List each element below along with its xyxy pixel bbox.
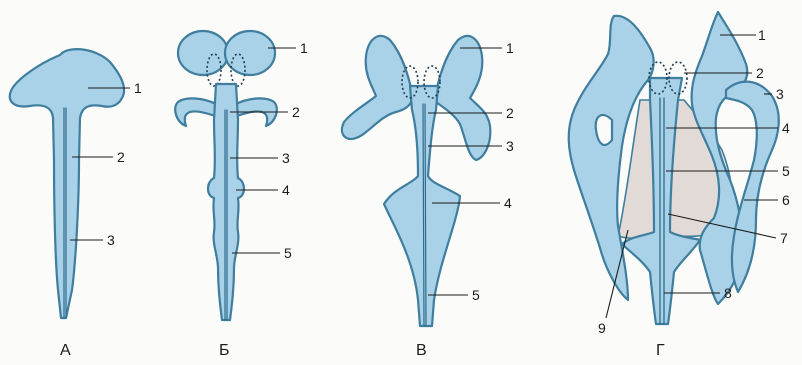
panel-v-left-hemisphere: [342, 36, 412, 139]
panel-v: 1 2 3 4 5 В: [342, 36, 514, 359]
panel-g-letter: Г: [656, 342, 665, 359]
panel-b-left-optic-vesicle: [175, 98, 216, 126]
panel-b-left-vesicle: [178, 31, 228, 75]
panel-a-label-1: 1: [134, 80, 142, 96]
panel-g: 1 2 3 4 5 6 7 8 9 Г: [569, 12, 790, 359]
panel-v-label-4: 4: [504, 195, 512, 211]
panel-g-label-1: 1: [758, 27, 766, 43]
panel-v-neural-tube: [384, 86, 460, 326]
panel-a-label-2: 2: [117, 149, 125, 165]
panel-b-neural-tube: [208, 84, 244, 320]
panel-a: 1 2 3 А: [10, 49, 142, 359]
panel-b-label-1: 1: [300, 40, 308, 56]
panel-a-label-3: 3: [107, 232, 115, 248]
panel-b-label-5: 5: [284, 245, 292, 261]
panel-v-letter: В: [416, 342, 427, 359]
panel-g-label-9: 9: [598, 320, 606, 336]
panel-v-label-1: 1: [506, 40, 514, 56]
panel-g-label-4: 4: [782, 120, 790, 136]
panel-g-label-8: 8: [724, 285, 732, 301]
panel-b-right-vesicle: [225, 31, 275, 75]
panel-a-letter: А: [60, 342, 71, 359]
panel-v-label-2: 2: [506, 105, 514, 121]
panel-g-label-6: 6: [782, 192, 790, 208]
panel-v-label-5: 5: [472, 287, 480, 303]
panel-b-label-2: 2: [292, 104, 300, 120]
panel-b-letter: Б: [219, 342, 230, 359]
panel-g-label-7: 7: [780, 230, 788, 246]
panel-g-label-5: 5: [782, 163, 790, 179]
panel-b-label-4: 4: [282, 182, 290, 198]
panel-g-label-2: 2: [756, 65, 764, 81]
panel-b-label-3: 3: [282, 150, 290, 166]
panel-g-right-lobe: [726, 82, 779, 292]
panel-g-label-3: 3: [776, 86, 784, 102]
panel-v-right-hemisphere: [436, 36, 490, 160]
panel-b: 1 2 3 4 5 Б: [175, 31, 308, 359]
panel-a-neural-tube: [10, 49, 124, 318]
panel-v-label-3: 3: [506, 138, 514, 154]
